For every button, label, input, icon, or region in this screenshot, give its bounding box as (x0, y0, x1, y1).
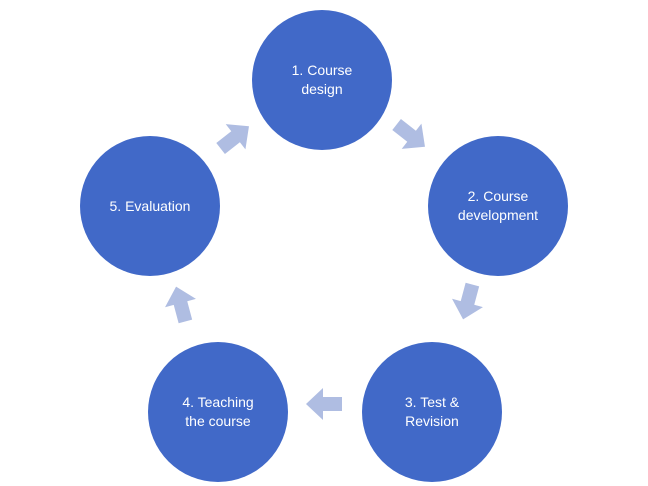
arrow-right-icon (392, 119, 425, 149)
step-label: 1. Course design (291, 62, 353, 97)
step-test-revision: 3. Test & Revision (362, 342, 502, 482)
arrow-right-icon (452, 282, 483, 320)
step-teaching-the-course: 4. Teaching the course (148, 342, 288, 482)
step-label: 4. Teaching the course (182, 394, 254, 429)
step-evaluation: 5. Evaluation (80, 136, 220, 276)
step-course-development: 2. Course development (428, 136, 568, 276)
step-label: 2. Course development (457, 188, 539, 223)
arrow-right-icon (216, 124, 249, 154)
step-label: 3. Test & Revision (404, 394, 460, 429)
step-course-design: 1. Course design (252, 10, 392, 150)
step-label: 5. Evaluation (109, 197, 191, 214)
arrow-right-icon (306, 388, 342, 420)
arrow-right-icon (165, 286, 196, 324)
